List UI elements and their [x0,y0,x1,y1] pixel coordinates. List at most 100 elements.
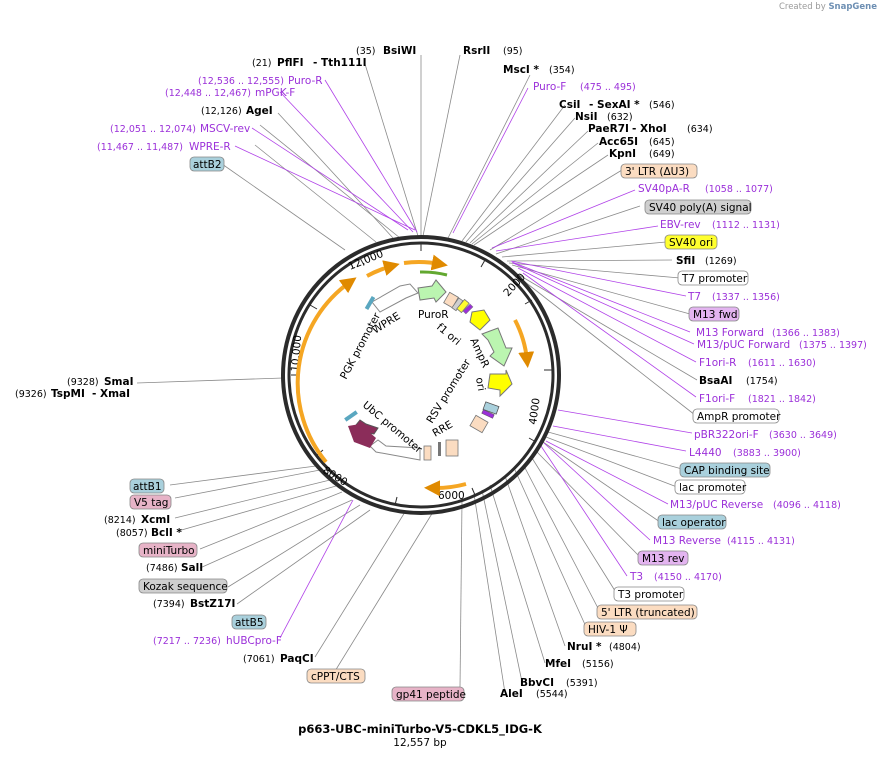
tick-label-6000: 6000 [438,490,465,502]
site-coord: (21) [252,58,272,69]
f1-ori-arrow [469,309,491,331]
feature-3ltr: 3' LTR (ΔU3) [620,163,698,179]
primer-coord: (4150 .. 4170) [654,572,722,583]
inner-label-pgk-promoter: PGK promoter [338,310,383,381]
site-name: PflFI [277,57,304,69]
gp41-block [438,442,441,456]
primer-name: hUBCpro-F [226,635,282,647]
primer-coord: (475 .. 495) [580,82,636,93]
primer-name: M13/pUC Reverse [670,499,763,511]
site-name: AgeI [246,105,273,117]
site-leader-lines [136,54,698,694]
miniturbo-body [348,424,376,448]
primer-coord: (12,448 .. 12,467) [165,88,251,99]
svg-text:attB5: attB5 [235,617,264,629]
site-coord: (8214) [104,515,136,526]
inner-label-rsv-promoter: RSV promoter [424,357,473,426]
site-coord: (7061) [243,654,275,665]
snapgene-credit: Created by SnapGene [779,2,877,12]
site-coord: (645) [649,137,675,148]
svg-text:attB1: attB1 [133,481,162,493]
site-coord: (12,126) [201,106,242,117]
svg-text:V5 tag: V5 tag [134,497,168,509]
wpre-arrow [371,283,419,313]
svg-text:lac operator: lac operator [662,517,726,529]
restriction-sites: (35) BsiWI RsrII (95) MscI * (354) CsiI … [15,45,778,700]
primer-coord: (11,467 .. 11,487) [97,142,183,153]
primer-coord: (1112 .. 1131) [712,220,780,231]
sv40-ori-block [456,298,470,314]
site-name: SmaI [104,376,134,388]
svg-text:SV40 poly(A) signal: SV40 poly(A) signal [649,202,752,214]
site-coord: (546) [649,100,675,111]
site-coord: (7486) [146,563,178,574]
inner-label-puror: PuroR [418,309,449,321]
feature-arrows [344,279,513,461]
feature-m13-fwd: M13 fwd [688,306,740,322]
snapgene-logo-text: SnapGene [828,2,877,12]
site-name: MfeI [545,658,571,670]
feature-t3-promoter: T3 promoter [613,586,685,602]
feature-5ltr-truncated: 5' LTR (truncated) [596,604,698,620]
primer-coord: (3630 .. 3649) [769,430,837,441]
svg-text:AmpR promoter: AmpR promoter [697,411,781,423]
site-name: BstZ17I [190,598,235,610]
primer-name: L4440 [689,447,722,459]
svg-text:attB2: attB2 [193,159,222,171]
cppt-block [423,445,432,461]
site-coord: (4804) [609,642,641,653]
site-name: PaqCI [280,653,314,665]
svg-text:SV40 ori: SV40 ori [669,237,713,249]
site-name: KpnI [609,148,636,160]
feature-kozak-sequence: Kozak sequence [138,578,228,594]
feature-cap-binding-site: CAP binding site [679,462,771,478]
site-coord: (634) [687,124,713,135]
site-name: BsaAI [699,375,732,387]
primer-coord: (1611 .. 1630) [748,358,816,369]
svg-text:miniTurbo: miniTurbo [143,545,195,557]
site-coord: (5156) [582,659,614,670]
site-name: BclI * [151,527,182,539]
svg-text:lac promoter: lac promoter [679,482,747,494]
lac-blocks [482,401,500,415]
plasmid-name: p663-UBC-miniTurbo-V5-CDKL5_IDG-K [298,722,543,737]
feature-lac-operator: lac operator [657,514,727,530]
primer-coord: (4115 .. 4131) [727,536,795,547]
site-coord: (1269) [705,256,737,267]
feature-lac-promoter: lac promoter [674,479,747,495]
ori-arrow [487,369,513,398]
primer-name: M13 Forward [696,327,764,339]
svg-text:M13 rev: M13 rev [642,553,685,565]
svg-text:HIV-1 Ψ: HIV-1 Ψ [588,624,628,636]
feature-sv40-polya: SV40 poly(A) signal [644,199,752,215]
site-name: BbvCI [520,677,554,689]
site-coord: (8057) [116,528,148,539]
site-coord: (354) [549,65,575,76]
primer-coord: (12,051 .. 12,074) [110,124,196,135]
primer-name: M13/pUC Forward [697,339,790,351]
svg-text:Kozak sequence: Kozak sequence [143,581,228,593]
site-coord: (1754) [746,376,778,387]
feature-attb5: attB5 [231,614,267,630]
site-name: BsiWI [383,45,416,57]
site-coord: (9326) [15,389,47,400]
feature-hiv1-psi: HIV-1 Ψ [583,621,637,637]
attb2-block [364,295,376,311]
primer-coord: (12,536 .. 12,555) [198,76,284,87]
site-coord: (9328) [67,377,99,388]
feature-attb2: attB2 [189,156,225,172]
feature-sv40-ori: SV40 ori [664,234,718,250]
svg-text:3' LTR (ΔU3): 3' LTR (ΔU3) [625,166,689,178]
feature-ampr-promoter: AmpR promoter [692,408,781,424]
site-name: NruI * [567,641,602,653]
ltr5-block [469,414,489,434]
svg-text:M13 fwd: M13 fwd [693,309,738,321]
primer-name: SV40pA-R [638,183,690,195]
primer-name: mPGK-F [255,87,295,99]
site-name: SalI [181,562,203,574]
primer-leader-lines [234,79,697,639]
site-coord: (95) [503,46,523,57]
site-coord: (7394) [153,599,185,610]
svg-text:5' LTR (truncated): 5' LTR (truncated) [601,607,695,619]
